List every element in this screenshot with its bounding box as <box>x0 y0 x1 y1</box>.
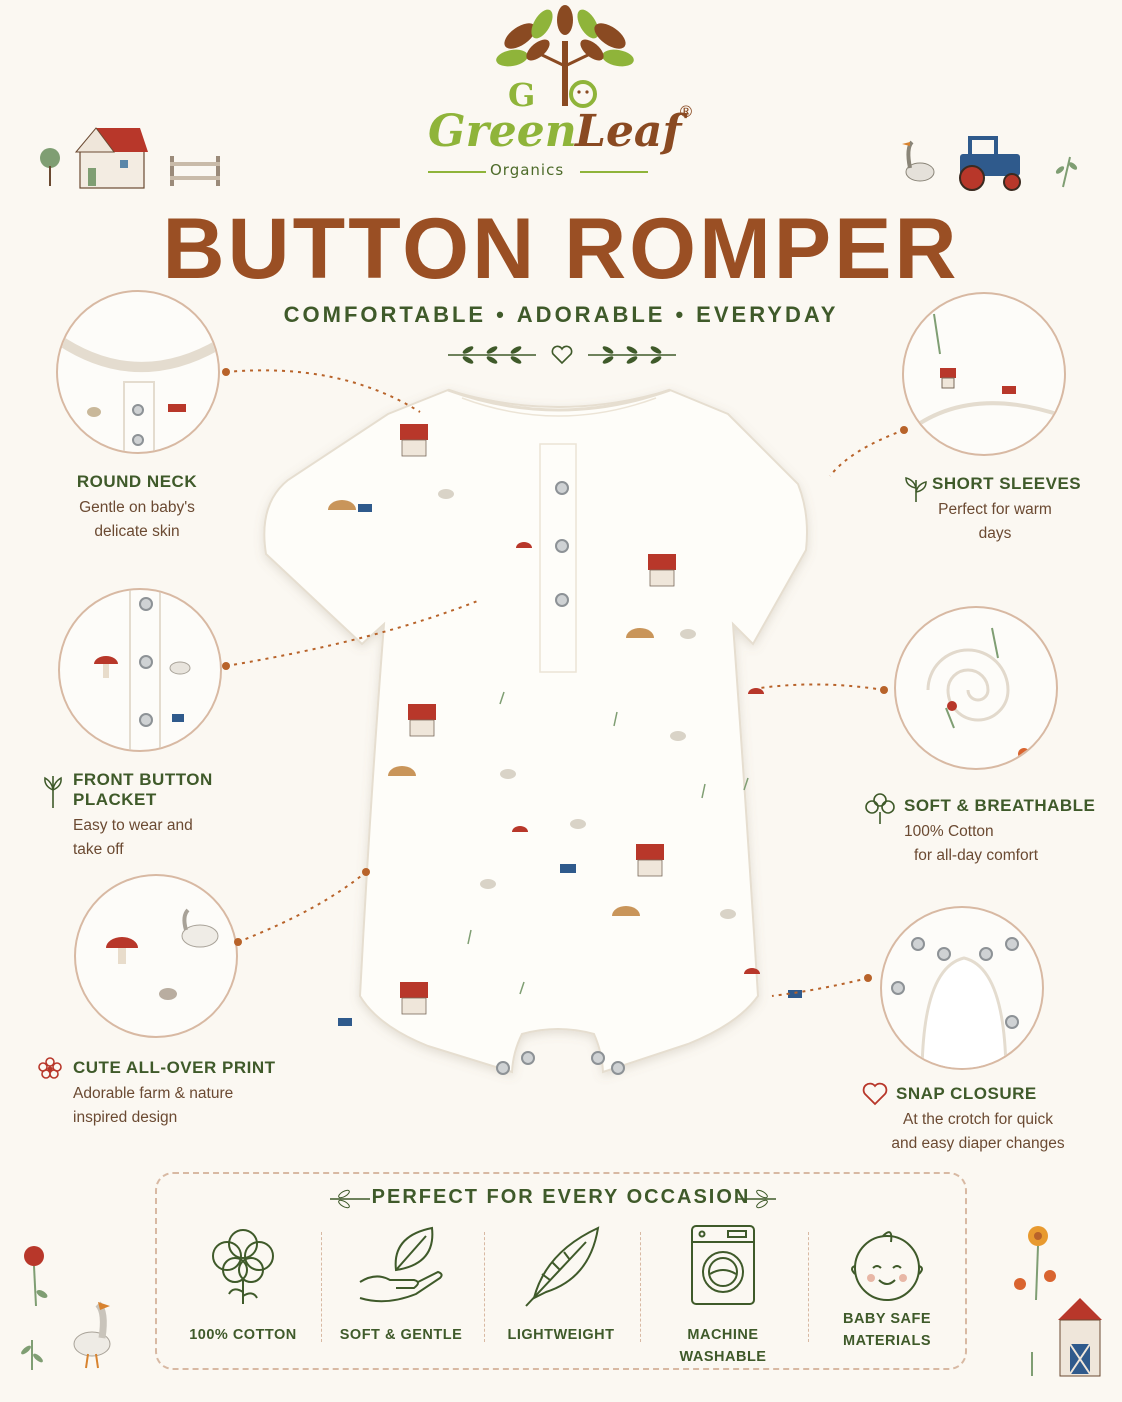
heart-icon <box>862 1082 888 1106</box>
divider <box>640 1232 641 1342</box>
leaf-branch-right-icon <box>736 1189 776 1209</box>
feature-cute-print: CUTE ALL-OVER PRINT Adorable farm & natu… <box>73 1058 313 1130</box>
soft-fabric-closeup <box>894 606 1058 770</box>
all-over-print-detail-icon <box>106 908 219 1000</box>
occasion-item-cotton: 100% COTTON <box>162 1222 324 1346</box>
occasion-label: LIGHTWEIGHT <box>507 1327 615 1343</box>
occasion-label: BABY SAFE MATERIALS <box>806 1308 968 1352</box>
tagline-adorable: ADORABLE <box>516 302 666 327</box>
occasion-label: 100% COTTON <box>189 1327 297 1343</box>
feature-desc-line: Easy to wear and <box>73 817 193 834</box>
divider <box>321 1232 322 1342</box>
front-button-closeup <box>58 588 222 752</box>
leaf-hand-icon <box>359 1226 443 1303</box>
logo-organics: Organics <box>490 161 565 179</box>
tagline: COMFORTABLE • ADORABLE • EVERYDAY <box>0 302 1122 328</box>
divider <box>484 1232 485 1342</box>
feature-front-button: FRONT BUTTON PLACKET Easy to wear and ta… <box>73 770 273 862</box>
feature-heading: ROUND NECK <box>76 472 198 491</box>
logo-underline-left <box>428 171 486 173</box>
occasion-title: PERFECT FOR EVERY OCCASION <box>371 1186 751 1208</box>
feature-soft-breathable: SOFT & BREATHABLE 100% Cotton for all-da… <box>904 796 1104 868</box>
feature-desc-line: for all-day comfort <box>914 847 1039 864</box>
plant-sprig-icon <box>44 776 62 808</box>
leaf-sprig-icon <box>905 477 927 502</box>
feature-short-sleeves: SHORT SLEEVES <box>932 474 1102 494</box>
feature-heading: SNAP CLOSURE <box>896 1084 1037 1103</box>
romper-illustration <box>263 388 808 1075</box>
feature-short-sleeves-desc: Perfect for warm days <box>910 498 1080 546</box>
occasion-item-washable: MACHINE WASHABLE <box>642 1222 804 1368</box>
snap-closure-closeup <box>880 906 1044 1070</box>
heart-divider-icon <box>448 345 676 365</box>
occasion-label: SOFT & GENTLE <box>339 1327 463 1343</box>
brand-logo: G Green Leaf ® Organics <box>420 5 710 186</box>
divider <box>808 1232 809 1342</box>
tagline-separator: • <box>496 302 507 327</box>
occasion-item-soft: SOFT & GENTLE <box>320 1222 482 1346</box>
logo-underline-right <box>580 171 648 173</box>
feather-icon <box>525 1226 600 1307</box>
logo-registered-mark: ® <box>678 102 694 121</box>
feature-desc-line: Adorable farm & nature <box>73 1085 234 1102</box>
barn-flower-decoration-icon <box>1014 1226 1102 1377</box>
washing-machine-icon <box>691 1225 755 1305</box>
logo-word-green: Green <box>428 106 577 157</box>
feature-desc-line: and easy diaper changes <box>891 1135 1065 1152</box>
tagline-separator: • <box>675 302 687 327</box>
feature-desc-line: 100% Cotton <box>904 823 994 840</box>
front-button-detail-icon <box>94 590 191 750</box>
round-neck-closeup <box>56 290 220 454</box>
feature-desc-line: inspired design <box>73 1109 178 1126</box>
logo-word-leaf: Leaf <box>575 106 682 157</box>
occasion-item-baby-safe: BABY SAFE MATERIALS <box>806 1222 968 1352</box>
farmhouse-decoration-icon <box>40 127 220 189</box>
round-neck-detail-icon <box>58 332 218 452</box>
feature-desc-line: At the crotch for quick <box>903 1111 1053 1128</box>
feature-heading: SOFT & BREATHABLE <box>904 796 1096 815</box>
baby-face-icon <box>851 1231 923 1301</box>
feature-snap-closure: SNAP CLOSURE <box>896 1084 1096 1104</box>
flower-goose-decoration-icon <box>21 1246 111 1370</box>
tractor-goose-decoration-icon <box>902 136 1078 191</box>
feature-desc-line: Gentle on baby's <box>79 499 195 516</box>
tree-logo-icon: G <box>496 5 634 114</box>
feature-desc-line: days <box>978 525 1012 542</box>
callout-connectors <box>222 368 908 997</box>
feature-heading: FRONT BUTTON <box>73 770 213 789</box>
svg-text:G: G <box>508 76 535 114</box>
feature-desc-line: take off <box>73 841 124 858</box>
feature-round-neck: ROUND NECK Gentle on baby's delicate ski… <box>56 472 218 544</box>
leaf-branch-left-icon <box>330 1189 370 1209</box>
feature-desc-line: delicate skin <box>94 523 180 540</box>
feature-heading: SHORT SLEEVES <box>932 474 1082 493</box>
occasion-item-lightweight: LIGHTWEIGHT <box>480 1222 642 1346</box>
feature-snap-closure-desc: At the crotch for quick and easy diaper … <box>880 1108 1076 1156</box>
tagline-comfortable: COMFORTABLE <box>283 302 487 327</box>
occasion-label-line: BABY SAFE <box>842 1311 932 1327</box>
occasion-label-line: MATERIALS <box>842 1333 931 1349</box>
short-sleeve-closeup <box>902 292 1066 456</box>
occasion-label: MACHINE WASHABLE <box>679 1327 767 1365</box>
feature-desc-line: Perfect for warm <box>938 501 1052 518</box>
tagline-everyday: EVERYDAY <box>696 302 839 327</box>
feature-heading: PLACKET <box>73 790 157 809</box>
flower-icon <box>38 1057 62 1079</box>
page-title: BUTTON ROMPER <box>162 201 960 297</box>
feature-heading: CUTE ALL-OVER PRINT <box>73 1058 276 1077</box>
snap-closure-detail-icon <box>891 937 1019 1068</box>
occasion-panel <box>155 1172 967 1370</box>
cotton-icon <box>212 1229 274 1304</box>
cotton-flower-icon <box>865 793 895 824</box>
all-over-print-closeup <box>74 874 238 1038</box>
